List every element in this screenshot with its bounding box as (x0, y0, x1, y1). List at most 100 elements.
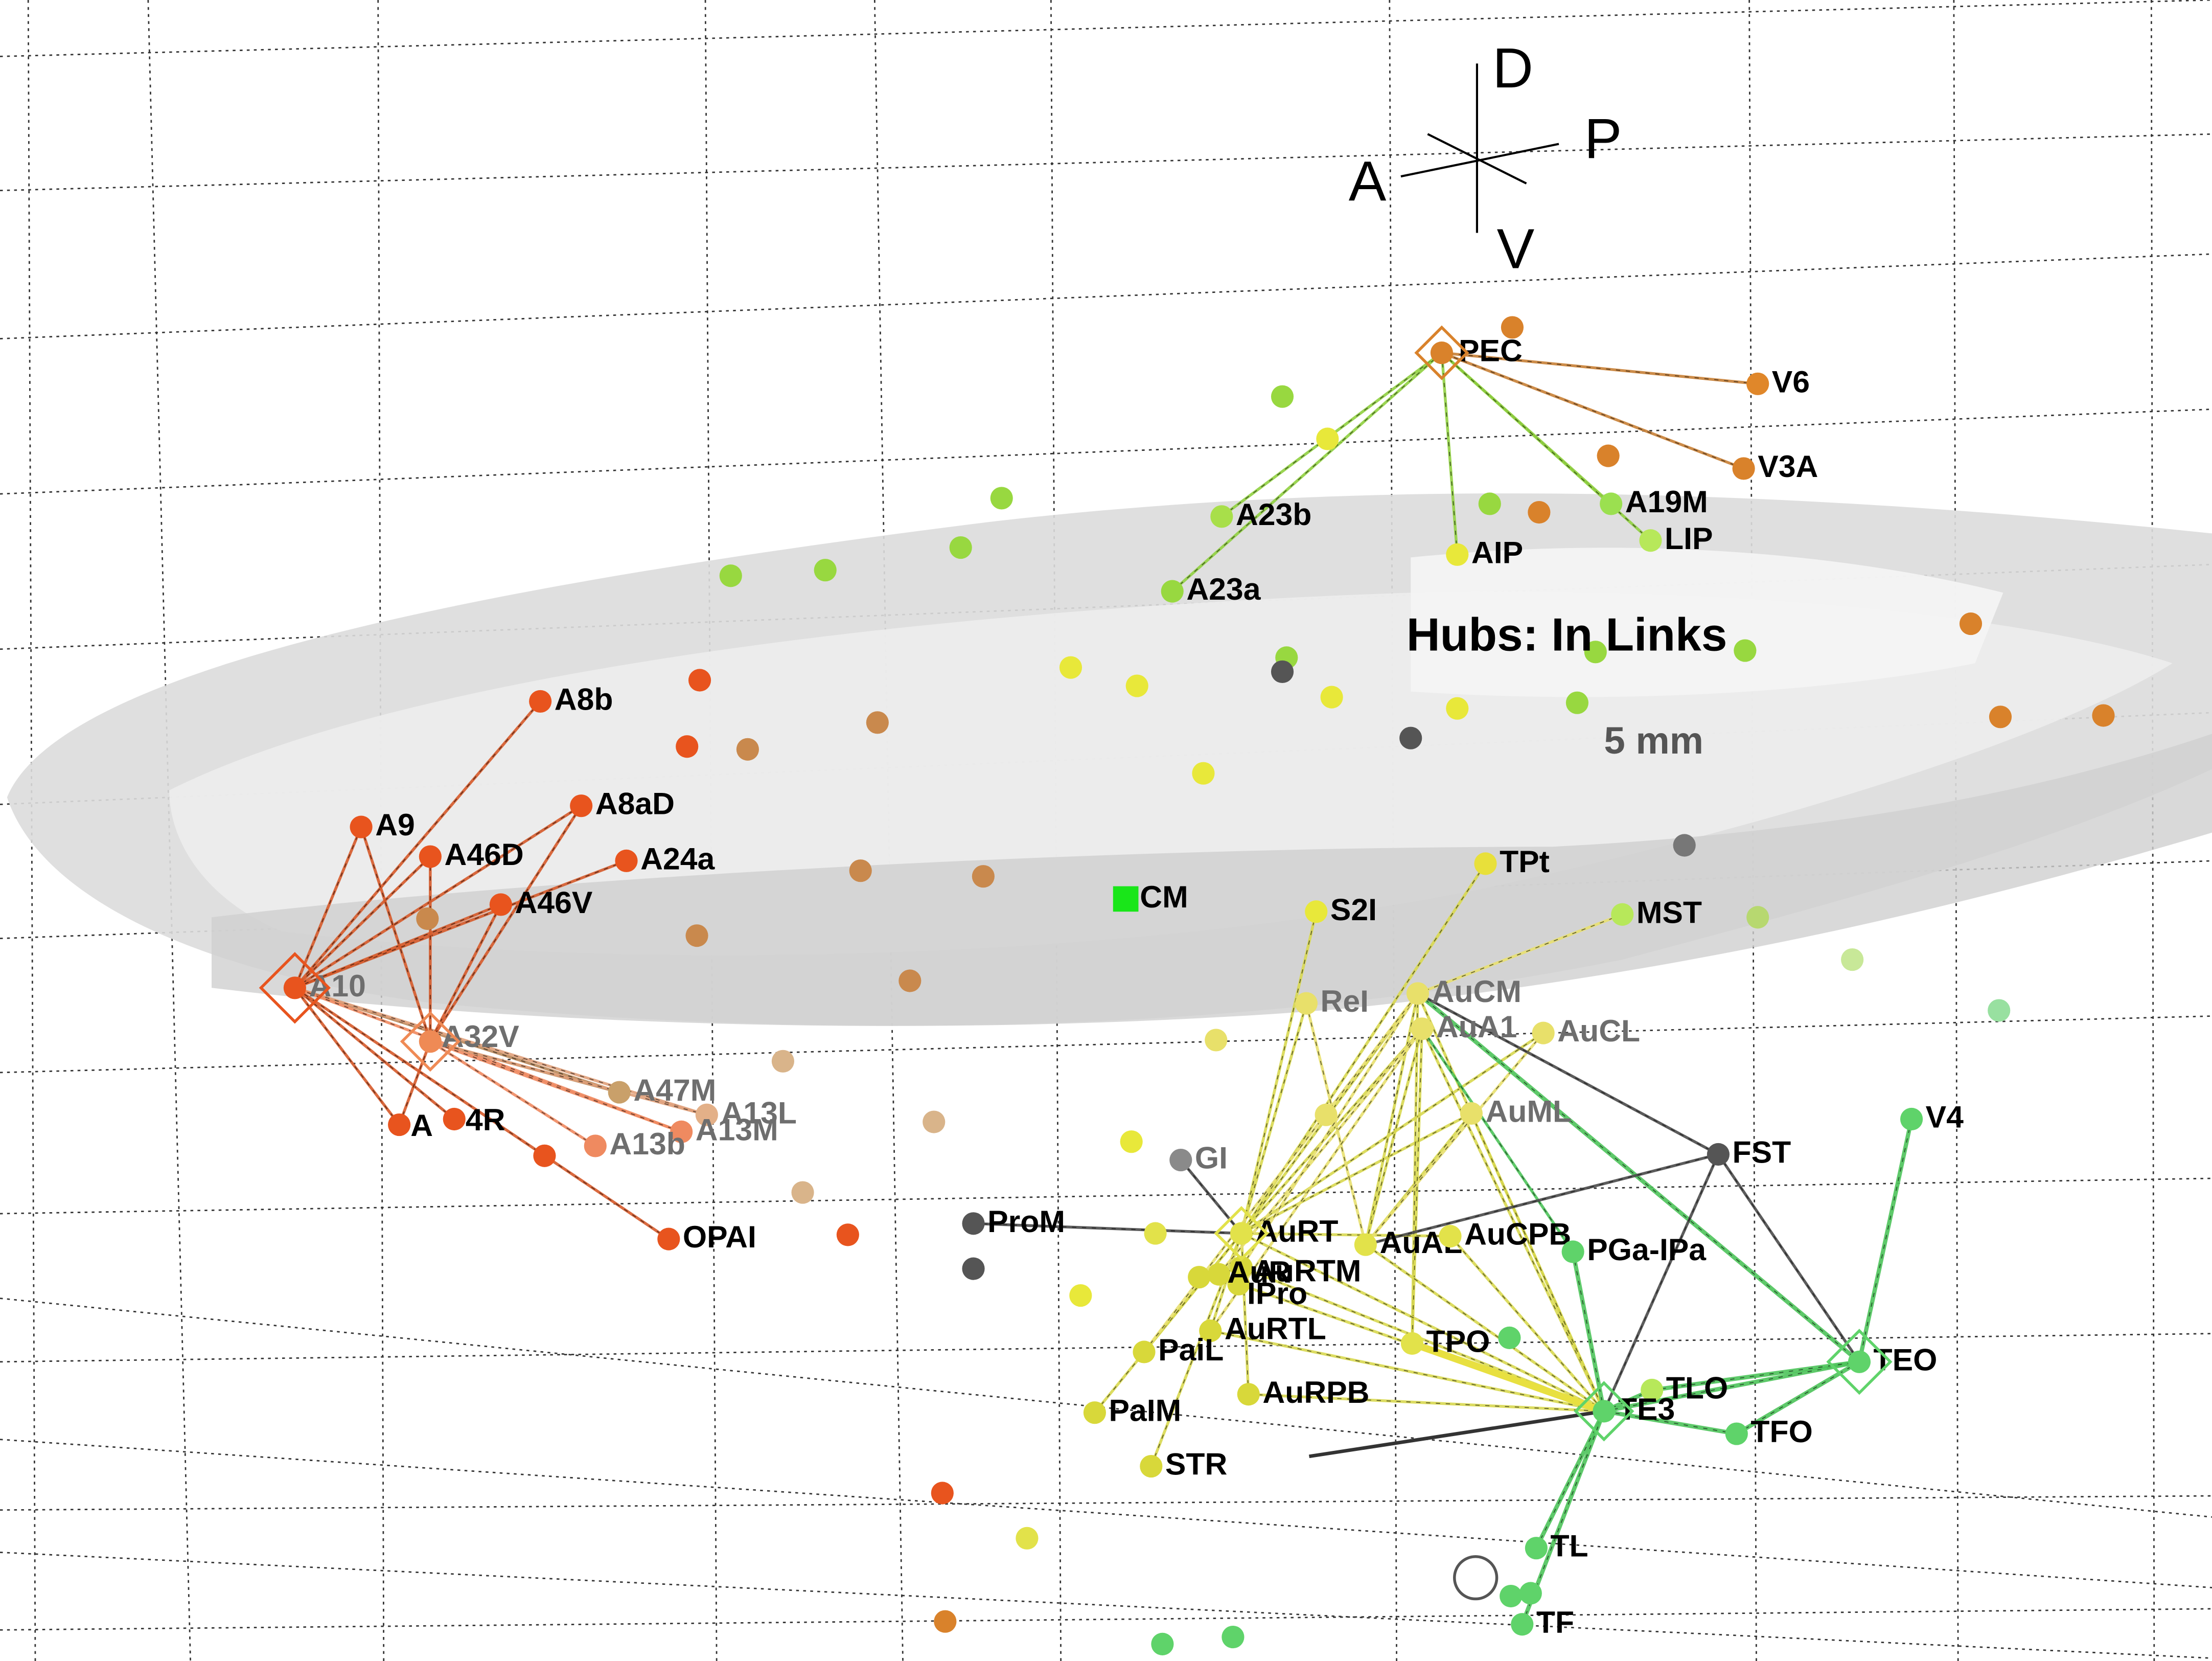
node-marker (1133, 1340, 1156, 1363)
node-marker (1611, 903, 1634, 926)
node-marker (529, 690, 552, 713)
node-marker (1707, 1143, 1730, 1166)
edge-core-AuA1-TPO (1412, 1029, 1423, 1344)
edge-core-A9-A32V (360, 827, 431, 1042)
node-marker (1900, 1107, 1923, 1131)
node-MST: MST (1611, 895, 1702, 929)
edge-core-OPAI-A10 (294, 987, 669, 1240)
background-node (1500, 1584, 1523, 1608)
node-marker (283, 976, 306, 999)
node-A23a: A23a (1161, 572, 1261, 606)
node-AIP: AIP (1446, 535, 1523, 570)
node-marker (1400, 1332, 1424, 1355)
edge-core-AuRPB-AuRT (1241, 1233, 1249, 1395)
hub-diamond-AuRT (1214, 1206, 1269, 1261)
node-marker (1593, 1400, 1616, 1423)
background-node (1988, 999, 2011, 1022)
node-A47M: A47M (608, 1073, 716, 1107)
node-label: AuCM (1432, 974, 1522, 1009)
chart-title: Hubs: In Links (1407, 609, 1727, 661)
node-marker (584, 1134, 607, 1157)
node-label: 4R (466, 1102, 505, 1137)
node-label: A24a (640, 841, 715, 876)
node-label: AuML (1485, 1094, 1572, 1129)
node-marker (1641, 1378, 1664, 1402)
node-marker (608, 1081, 631, 1104)
node-V6: V6 (1746, 364, 1810, 399)
edge-core-A23b-PEC (1221, 352, 1442, 517)
background-node (688, 669, 711, 692)
node-marker (1532, 1021, 1555, 1044)
edge-core-V6-PEC (1441, 352, 1758, 384)
node-A8b: A8b (529, 681, 613, 716)
node-TLO: TLO (1641, 1371, 1728, 1405)
node-marker (1083, 1401, 1106, 1424)
edge-core-ReI-AuRT (1241, 1003, 1307, 1234)
node-marker (1169, 1148, 1192, 1172)
node-PGa-IPa: PGa-IPa (1561, 1232, 1707, 1267)
node-LIP: LIP (1639, 521, 1713, 556)
node-marker (695, 1103, 718, 1126)
node-marker (657, 1227, 680, 1250)
background-node (866, 711, 889, 734)
scale-label: 5 mm (1604, 719, 1703, 762)
edge-TL-TE3 (1534, 1410, 1606, 1550)
background-node (1144, 1222, 1167, 1245)
background-node (990, 487, 1013, 510)
background-node (1120, 1130, 1143, 1153)
node-label: V3A (1758, 449, 1818, 484)
node-marker (443, 1107, 466, 1131)
background-node (949, 536, 972, 559)
node-label: A19M (1625, 484, 1708, 519)
node-AuML: AuML (1460, 1094, 1572, 1129)
node-ReI: ReI (1295, 984, 1369, 1018)
node-marker (570, 794, 593, 817)
hub-diamond-A32V (400, 1011, 460, 1072)
node-A19M: A19M (1600, 484, 1708, 519)
cortical-surface (7, 493, 2212, 1026)
edge-core-PGa-IPa-TE3 (1572, 1252, 1605, 1412)
node-label: IPro (1247, 1276, 1307, 1311)
background-node (685, 924, 708, 947)
edge-core-AuA1-TE3 (1421, 1028, 1605, 1412)
edge-AuRTM-AuCM (1240, 992, 1419, 1268)
node-marker (1725, 1422, 1748, 1445)
node-marker (419, 1030, 442, 1053)
node-label: A46V (515, 885, 592, 920)
background-node (1565, 691, 1588, 714)
background-node (923, 1110, 946, 1133)
edge-core-A13L-A32V (430, 1041, 707, 1116)
edge-FST-TEO (1717, 1153, 1861, 1363)
background-node (1192, 762, 1215, 785)
node-label: OPAI (683, 1219, 756, 1254)
edge-core-AuA1-AuRT (1241, 1028, 1422, 1234)
node-label: V6 (1772, 364, 1810, 399)
node-A8aD: A8aD (570, 786, 675, 821)
edge-core-AuRTL-TE3 (1210, 1330, 1604, 1412)
node-label: A13L (721, 1095, 796, 1130)
edge-core-TF-TE3 (1522, 1411, 1605, 1625)
hub-diamond-PEC (1414, 325, 1469, 380)
node-A46D: A46D (419, 837, 524, 872)
node-marker (1639, 529, 1662, 552)
edge-core-FST-AuAL (1365, 1154, 1719, 1245)
node-label: PaIM (1109, 1393, 1182, 1428)
node-A24a: A24a (615, 841, 716, 876)
edge-core-A46V-A10 (294, 904, 501, 989)
node-marker (670, 1120, 693, 1143)
background-node (2092, 704, 2115, 727)
edge-core-AuML-AuRT (1241, 1113, 1472, 1234)
node-label: TPt (1500, 844, 1550, 879)
anterior-label: A (1349, 150, 1387, 213)
node-label: AuR (1227, 1255, 1291, 1289)
node-label: FST (1733, 1135, 1791, 1170)
background-node (1271, 385, 1294, 408)
marker-circle (1453, 1555, 1499, 1601)
node-GI: GI (1169, 1141, 1228, 1175)
node-label: PGa-IPa (1587, 1232, 1707, 1267)
edge-core-LIP-PEC (1441, 352, 1651, 541)
node-label: STR (1165, 1447, 1227, 1482)
node-TFO: TFO (1725, 1414, 1813, 1449)
node-AuRPB: AuRPB (1237, 1375, 1370, 1409)
